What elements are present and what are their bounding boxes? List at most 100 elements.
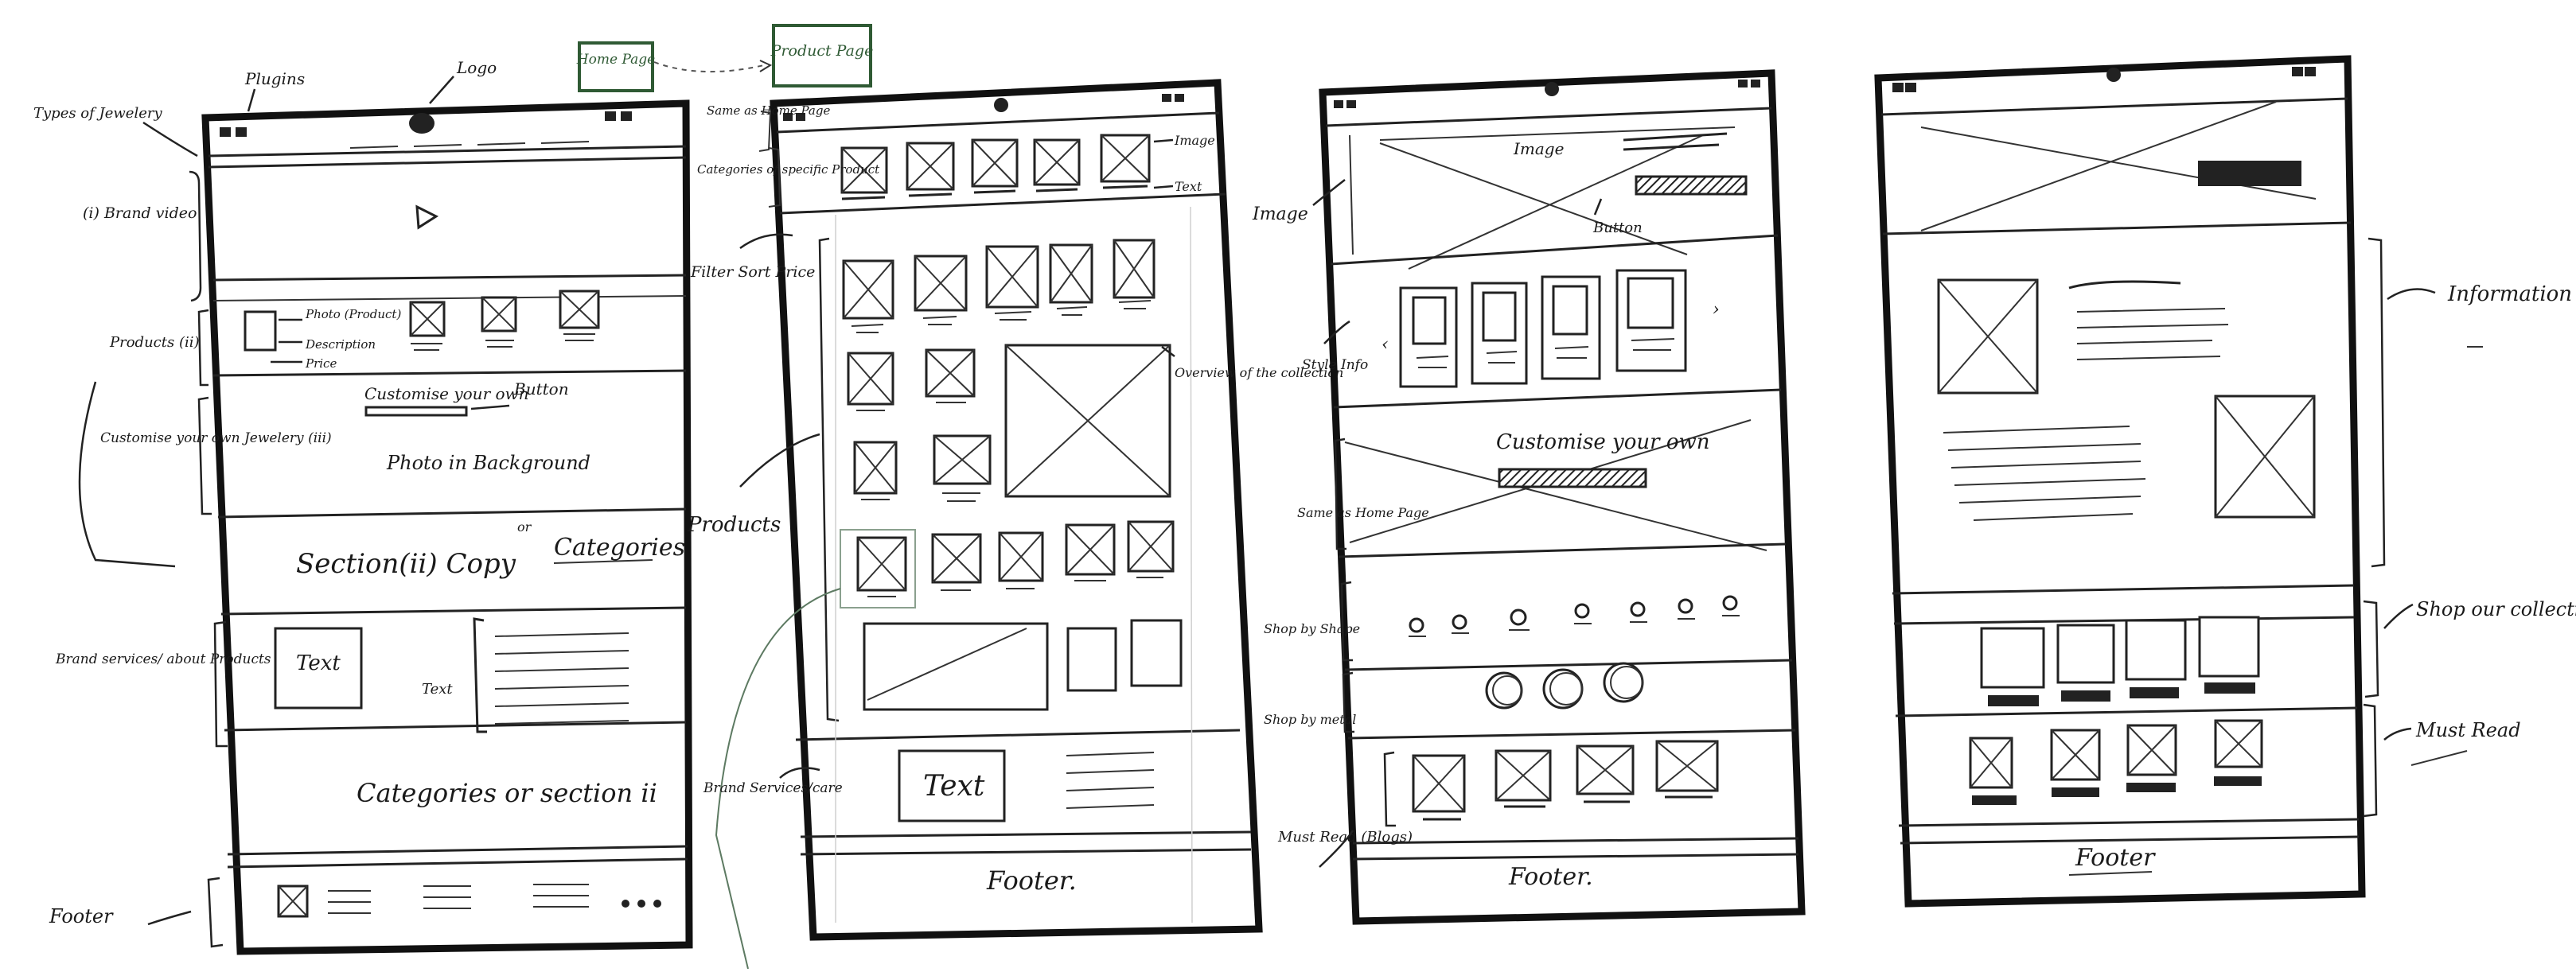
- home-divider-footer2: [227, 857, 688, 869]
- same-as-home-label: Same as Home Page: [707, 103, 830, 118]
- home-header-divider2: [208, 156, 687, 169]
- page3-metal-icons[interactable]: [1485, 662, 1644, 710]
- home-product-desc-lines: [411, 333, 595, 351]
- home-annotations: Plugins Logo Types of Jewelery (i) Brand…: [33, 58, 497, 948]
- logo-icon[interactable]: [409, 113, 435, 134]
- brand-services-care-arrow: [779, 767, 820, 779]
- brand-services-care-label: Brand Services/care: [703, 780, 843, 796]
- product-grid[interactable]: [842, 239, 1183, 711]
- shop-by-metal-brace: [1342, 671, 1354, 733]
- page3-divider-shape: [1344, 659, 1793, 671]
- page3-frame-outline: [1319, 69, 1806, 925]
- page3-hero-cross[interactable]: [1379, 134, 1704, 270]
- filter-arrow: [739, 233, 793, 250]
- filter-sort-price-label: Filter Sort Price: [690, 263, 815, 281]
- page3-divider-metal: [1347, 729, 1796, 740]
- product-logo-icon[interactable]: [994, 98, 1008, 112]
- page4-info-image-2-cross: [2215, 395, 2315, 518]
- product-text-box-label: Text: [923, 770, 985, 803]
- page4-window-icon-left2: [1905, 83, 1916, 92]
- footer-brace: [207, 877, 224, 948]
- page3-customise-text: Customise your own: [1496, 430, 1709, 454]
- footer-label: Footer: [49, 905, 114, 927]
- home-product-arrows: [271, 318, 302, 364]
- product-page-frame: Image Text: [715, 79, 1263, 970]
- nav-tags: Home Page Product Page: [576, 24, 873, 92]
- plugins-arrow: [247, 88, 256, 112]
- home-product-photo[interactable]: [244, 310, 277, 352]
- overview-label: Overview of the collection: [1175, 365, 1343, 380]
- page3-blog-bracket: [1383, 751, 1396, 827]
- home-page-tag[interactable]: [578, 41, 654, 92]
- home-footer-dot-1: [622, 900, 629, 908]
- page3-divider-style: [1333, 388, 1782, 409]
- page3-window-icon-right2: [1751, 80, 1760, 87]
- page3-next-chevron[interactable]: ›: [1713, 300, 1720, 320]
- product-category-thumbs[interactable]: [840, 134, 1151, 200]
- page3-hero-button[interactable]: [1635, 175, 1748, 196]
- page4-logo-icon[interactable]: [2106, 68, 2121, 82]
- page3-customise-button[interactable]: [1498, 468, 1647, 488]
- page3-prev-chevron[interactable]: ‹: [1382, 335, 1389, 355]
- categories-text[interactable]: Categories: [554, 534, 685, 562]
- page4-blog-cards[interactable]: [1969, 719, 2263, 805]
- customise-to-categories-arrow: [78, 381, 176, 568]
- page3-logo-icon[interactable]: [1545, 82, 1559, 96]
- home-footer-links[interactable]: [328, 884, 589, 914]
- brand-services-text-lines: [494, 632, 629, 725]
- home-divider-video: [212, 274, 687, 282]
- shop-collection-arrow: [2383, 603, 2414, 629]
- page3-header-divider: [1325, 107, 1772, 127]
- page3-same-as-home-label: Same as Home Page: [1297, 505, 1429, 520]
- page4-window-icon-right: [2292, 67, 2303, 76]
- page3-divider-customise: [1338, 542, 1787, 558]
- shop-our-collection-label: Shop our collection: [2416, 598, 2576, 620]
- page4-header-divider: [1880, 97, 2348, 116]
- page4-info-image-1-cross: [1938, 279, 2038, 394]
- brand-services-brace: [213, 620, 228, 748]
- home-divider-footer: [227, 845, 688, 856]
- page4-hero-cross[interactable]: [1920, 101, 2317, 231]
- product-window-icon-right: [1162, 94, 1171, 102]
- page4-hero-button[interactable]: [2198, 161, 2301, 186]
- product-window-icon-left: [783, 113, 793, 121]
- page4-divider-info2: [1893, 616, 2355, 625]
- page3-blog-cards[interactable]: [1412, 740, 1719, 821]
- shop-by-shape-label: Shop by Shape: [1264, 621, 1360, 636]
- product-footer-text: Footer.: [986, 865, 1077, 896]
- style-info-arrow: [1323, 320, 1350, 344]
- play-icon[interactable]: [415, 204, 439, 230]
- product-window-icon-right2: [1175, 94, 1184, 102]
- product-page-tag[interactable]: [772, 24, 872, 87]
- page3-hero-text-lines: [1623, 132, 1728, 151]
- home-frame-outline: [201, 99, 693, 955]
- page3-divider-footer2: [1352, 853, 1799, 861]
- page4-frame-outline: [1874, 55, 2366, 908]
- logo-label: Logo: [456, 58, 497, 77]
- product-annotations: Same as Home Page Categories of specific…: [687, 103, 1343, 796]
- text-label: Text: [422, 681, 453, 698]
- page3-shape-icons[interactable]: [1409, 595, 1740, 637]
- home-divider-customise: [217, 507, 687, 519]
- customise-button[interactable]: [364, 406, 468, 417]
- home-page-tag-label: Home Page: [576, 52, 655, 68]
- text-arrow: [1153, 185, 1174, 189]
- home-product-thumb-1-cross: [410, 301, 445, 336]
- same-as-home-brace: [758, 111, 772, 152]
- page4-collection-cards[interactable]: [1980, 616, 2260, 706]
- brand-video-brace: [189, 170, 202, 302]
- page3-style-cards[interactable]: [1399, 269, 1687, 388]
- page4-divider-collection: [1895, 706, 2358, 717]
- categories-specific-brace: [768, 147, 781, 208]
- home-nav-links[interactable]: [349, 141, 590, 149]
- product-frame-outline: [770, 79, 1263, 941]
- home-divider-section: [220, 606, 687, 616]
- shop-by-metal-label: Shop by metal: [1264, 712, 1356, 727]
- page3-same-as-home-brace: [1334, 437, 1346, 550]
- page3-hero-edges: [1349, 126, 1736, 255]
- brand-services-label: Brand services/ about Products: [55, 651, 271, 667]
- home-divider-brand: [224, 721, 687, 732]
- brand-services-bracket: [473, 617, 487, 733]
- categories-underline: [553, 559, 653, 564]
